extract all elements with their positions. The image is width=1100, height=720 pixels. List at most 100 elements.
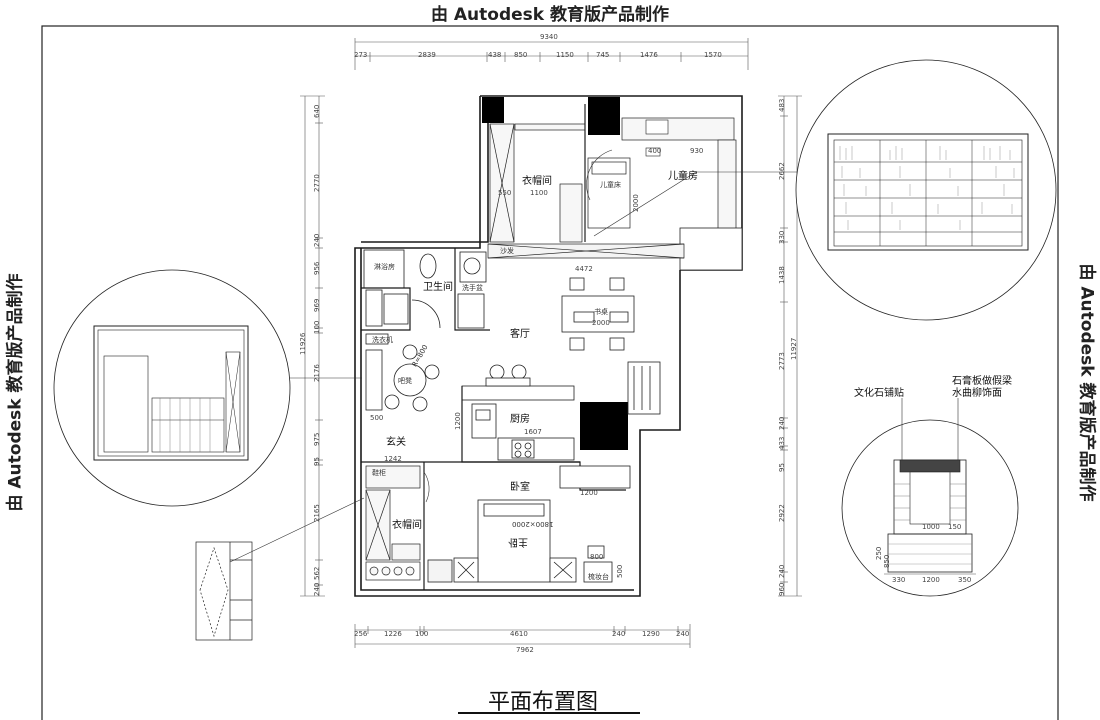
- dim-inner-3: 400: [648, 147, 662, 155]
- dim-inner-6: 2000: [592, 319, 610, 327]
- dim-right-8: 2922: [778, 504, 786, 522]
- dim-left-7: 975: [313, 432, 321, 446]
- watermark-top: 由 Autodesk 教育版产品制作: [430, 5, 670, 25]
- dim-inner-10: 500: [370, 414, 384, 422]
- dim-bottom-1: 1226: [384, 630, 402, 638]
- dim-top-3: 850: [514, 51, 528, 59]
- dim-right-4: 2773: [778, 352, 786, 370]
- dim-detail-2: 250: [875, 546, 883, 560]
- dim-inner-12: 800: [590, 553, 604, 561]
- dim-detail-6: 850: [883, 554, 891, 568]
- dim-left-10: 562: [313, 566, 321, 580]
- annotation-gypsum-beam-2: 水曲柳饰面: [952, 388, 1002, 399]
- detail-circle-bookshelf: [795, 59, 1057, 321]
- dim-detail-1: 150: [948, 523, 962, 531]
- dim-inner-11: 1200: [580, 489, 598, 497]
- detail-circle-left: [53, 269, 291, 507]
- dim-inner-7: 1607: [524, 428, 542, 436]
- room-label-living-room: 客厅: [510, 329, 530, 340]
- kitchen-fixtures: [461, 364, 575, 461]
- label-wash-basin: 洗手盆: [462, 284, 483, 292]
- dim-top-1: 2839: [418, 51, 436, 59]
- dim-detail-4: 1200: [922, 576, 940, 584]
- dim-right-5: 240: [778, 416, 786, 430]
- dim-bottom-2: 100: [415, 630, 429, 638]
- dim-left-4: 969: [313, 298, 321, 312]
- dimension-lines-top: [354, 38, 749, 70]
- dim-inner-9: 1242: [384, 455, 402, 463]
- room-label-closet-top: 衣帽间: [522, 176, 552, 187]
- label-sofa: 沙发: [500, 247, 514, 255]
- dim-top-6: 1476: [640, 51, 658, 59]
- sheet-border: [41, 25, 1059, 720]
- dimension-lines-left: [300, 95, 325, 597]
- dim-left-11: 240: [313, 582, 321, 596]
- room-label-bedroom: 卧室: [510, 482, 530, 493]
- room-label-kids-bed: 儿童床: [600, 181, 621, 189]
- dim-left-5: 100: [313, 320, 321, 334]
- label-stool: 吧凳: [398, 377, 412, 385]
- room-label-bathroom: 卫生间: [423, 282, 453, 293]
- dim-inner-13: 500: [616, 564, 624, 578]
- dim-right-2: 330: [778, 230, 786, 244]
- annotation-gypsum-beam: 石膏板做假梁: [952, 376, 1012, 387]
- dim-inner-5: 4472: [575, 265, 593, 273]
- dim-right-10: 960: [778, 582, 786, 596]
- dim-right-6: 433: [778, 436, 786, 450]
- room-label-closet-bottom: 衣帽间: [392, 520, 422, 531]
- dim-top-2: 438: [488, 51, 502, 59]
- dim-detail-5: 350: [958, 576, 972, 584]
- dim-top-total: 9340: [540, 33, 558, 41]
- detail-circle-fireplace: [841, 398, 1019, 597]
- dining-set: [365, 333, 440, 412]
- dim-right-1: 2662: [778, 162, 786, 180]
- dim-left-3: 956: [313, 261, 321, 275]
- dim-inner-2: 930: [690, 147, 704, 155]
- dim-inner-8: 1200: [454, 412, 462, 430]
- label-dresser: 梳妆台: [588, 573, 609, 581]
- dim-inner-0: 1100: [530, 189, 548, 197]
- room-label-kids-room: 儿童房: [668, 171, 698, 182]
- dim-left-6: 2176: [313, 364, 321, 382]
- dim-left-8: 95: [313, 457, 321, 466]
- dim-top-7: 1570: [704, 51, 722, 59]
- dim-bottom-0: 256: [354, 630, 368, 638]
- bathroom-fixtures: [363, 249, 487, 329]
- room-label-entry: 玄关: [386, 437, 406, 448]
- dim-top-5: 745: [596, 51, 610, 59]
- dim-right-3: 1438: [778, 266, 786, 284]
- label-desk: 书桌: [594, 308, 608, 316]
- living-room-furniture: [561, 277, 661, 415]
- dim-bottom-total: 7962: [516, 646, 534, 654]
- annotation-culture-stone: 文化石铺贴: [854, 388, 904, 399]
- partition-cabinets: [487, 243, 685, 259]
- dim-top-4: 1150: [556, 51, 574, 59]
- dim-left-9: 2165: [313, 504, 321, 522]
- dim-left-0: 640: [313, 104, 321, 118]
- dim-right-7: 95: [778, 463, 786, 472]
- dim-bottom-3: 4610: [510, 630, 528, 638]
- dim-right-9: 240: [778, 564, 786, 578]
- plan-title: 平面布置图: [488, 690, 599, 715]
- dim-right-total: 11927: [790, 337, 798, 360]
- dim-left-2: 240: [313, 233, 321, 247]
- dim-inner-1: 2000: [632, 194, 640, 212]
- label-shower: 淋浴房: [374, 263, 395, 271]
- cabinet-elevation-left: [195, 541, 253, 641]
- room-label-kitchen: 厨房: [510, 414, 530, 425]
- dim-bottom-6: 240: [676, 630, 690, 638]
- dim-left-1: 2770: [313, 174, 321, 192]
- dim-top-0: 273: [354, 51, 368, 59]
- dim-detail-3: 330: [892, 576, 906, 584]
- label-shoe-cabinet: 鞋柜: [372, 469, 386, 477]
- dim-inner-4: 550: [498, 189, 512, 197]
- dim-bottom-4: 240: [612, 630, 626, 638]
- dim-left-total: 11926: [299, 332, 307, 355]
- structural-columns: [482, 97, 628, 450]
- dimension-lines-bottom: [354, 624, 691, 648]
- dim-bottom-5: 1290: [642, 630, 660, 638]
- label-washer: 洗衣机: [372, 336, 393, 344]
- label-bed-size: 1800×2000: [512, 520, 554, 528]
